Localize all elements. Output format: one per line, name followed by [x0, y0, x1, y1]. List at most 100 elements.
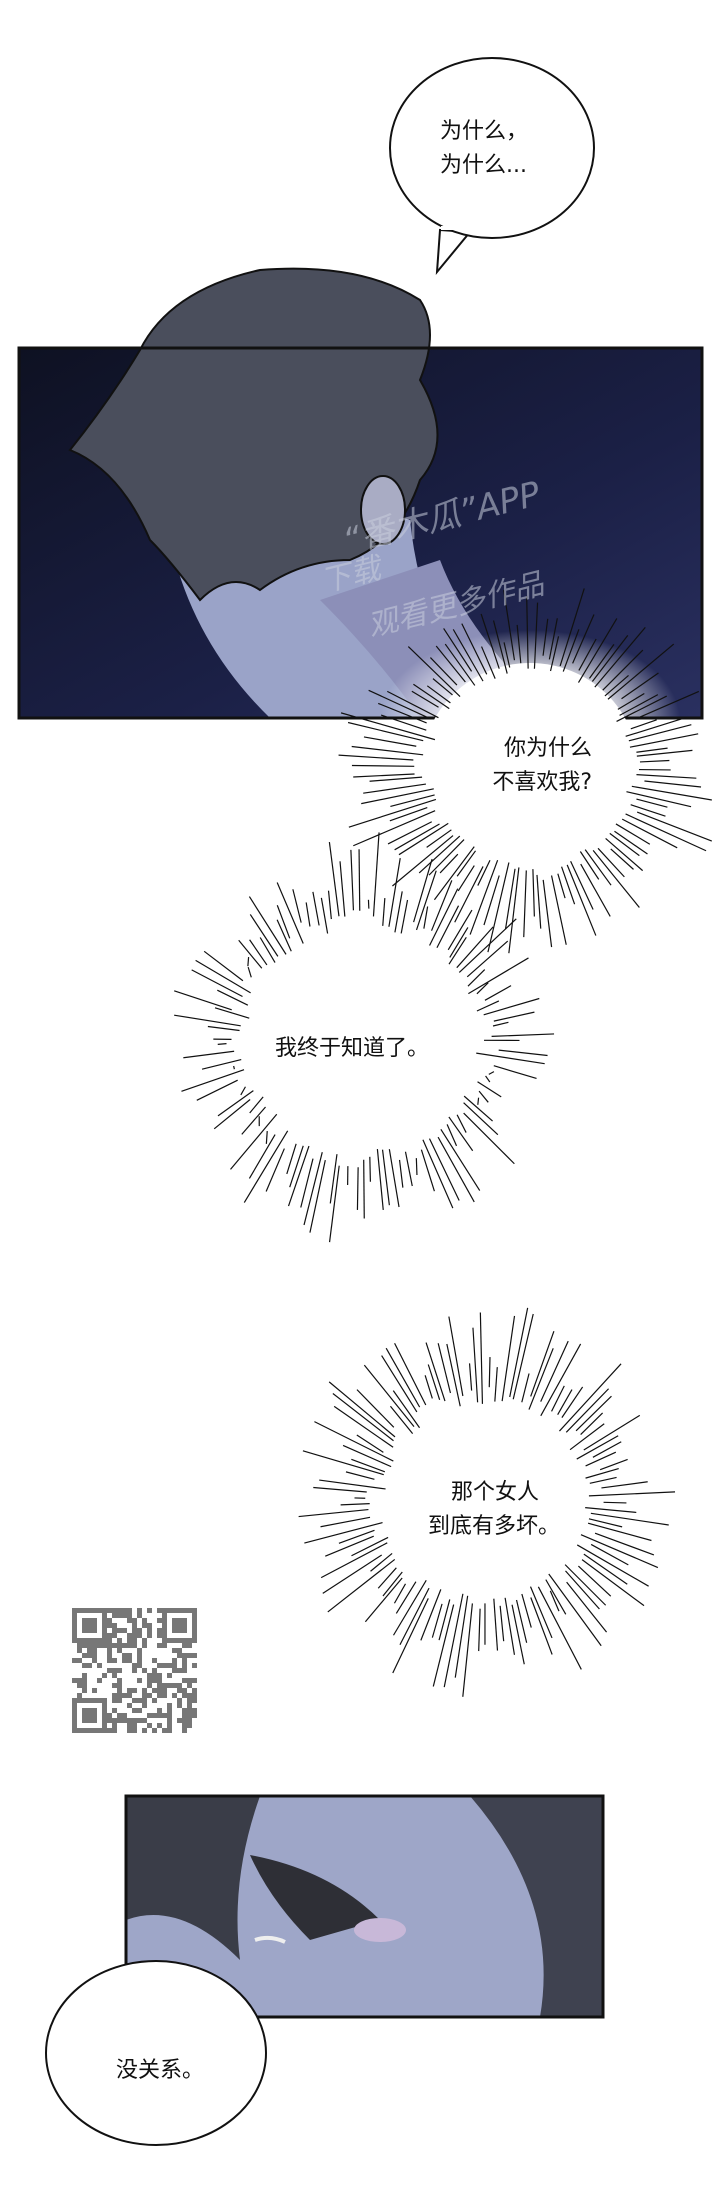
speed-line — [590, 1543, 629, 1566]
speed-line — [248, 896, 287, 955]
burst-3-text: 那个女人 到底有多坏。 — [410, 1476, 560, 1544]
speed-line — [570, 860, 594, 910]
speed-line — [591, 635, 629, 682]
speed-line — [370, 1553, 393, 1572]
speed-line — [191, 969, 243, 998]
qr-code — [72, 1608, 197, 1733]
speed-line — [561, 1386, 584, 1418]
burst-1-text: 你为什么 不喜欢我? — [462, 732, 592, 800]
speed-line — [195, 959, 251, 994]
speed-line — [340, 712, 436, 741]
speed-line — [509, 1307, 529, 1398]
speed-line — [358, 849, 361, 911]
speed-line — [545, 1579, 567, 1615]
speed-line — [476, 1052, 545, 1065]
speed-line — [551, 1385, 565, 1412]
speed-line — [589, 1476, 617, 1484]
speed-line — [340, 1503, 370, 1506]
speed-line — [404, 1151, 413, 1187]
speed-line — [203, 950, 244, 982]
speed-line — [448, 1116, 474, 1152]
speed-line — [327, 1558, 396, 1613]
speed-line — [478, 1608, 481, 1652]
speed-line — [487, 862, 510, 953]
speed-line — [504, 1597, 516, 1655]
speed-line — [597, 847, 625, 878]
speed-line — [428, 839, 465, 876]
speed-line — [276, 919, 292, 952]
speed-line — [356, 1389, 395, 1428]
speed-line — [456, 1114, 467, 1133]
panel-2 — [124, 1794, 605, 2019]
speed-line — [548, 618, 558, 660]
speed-line — [217, 1090, 254, 1117]
speed-line — [542, 618, 549, 656]
speed-line — [319, 1479, 386, 1490]
speed-line — [432, 678, 453, 696]
speed-line — [588, 643, 615, 679]
speed-line — [427, 1364, 441, 1400]
speed-line — [440, 1128, 481, 1191]
speed-line — [587, 1522, 652, 1542]
speed-line — [494, 1367, 498, 1402]
dialogue-line: 为什么， — [440, 119, 529, 144]
speed-line — [625, 716, 687, 737]
speed-line — [363, 736, 417, 747]
speed-line — [449, 927, 469, 958]
speed-line — [578, 638, 597, 671]
speed-line — [444, 643, 476, 686]
speed-line — [413, 683, 450, 710]
speed-line — [233, 1065, 235, 1070]
speed-line — [377, 702, 427, 724]
speed-line — [559, 588, 585, 667]
speed-line — [562, 629, 580, 672]
speed-line — [467, 969, 486, 987]
speed-line — [381, 1355, 418, 1413]
speed-line — [377, 1567, 397, 1589]
speed-line — [521, 1593, 532, 1628]
speed-line — [503, 642, 511, 668]
speed-line — [468, 1363, 473, 1391]
speed-line — [437, 1136, 475, 1203]
dialogue-line: 到底有多坏。 — [427, 1514, 560, 1539]
bubble-top-text: 为什么， 为什么... — [440, 115, 528, 183]
speed-line — [485, 1075, 491, 1083]
speed-line — [302, 1450, 384, 1476]
speed-line — [240, 1086, 246, 1096]
speed-line — [493, 1011, 535, 1022]
speed-line — [292, 889, 302, 923]
speed-line — [569, 1423, 605, 1451]
speed-line — [492, 620, 508, 674]
speed-line — [265, 1148, 285, 1192]
speed-line — [533, 602, 539, 669]
speed-line — [249, 914, 279, 957]
speed-line — [247, 966, 252, 978]
speed-line — [436, 905, 460, 949]
speed-line — [388, 1149, 400, 1208]
speed-line — [456, 850, 477, 877]
speed-line — [393, 1583, 407, 1604]
speed-line — [626, 791, 692, 808]
burst-2-text: 我终于知道了。 — [275, 1032, 429, 1066]
speed-line — [351, 764, 415, 767]
speed-line — [617, 693, 645, 710]
speed-line — [328, 1165, 340, 1243]
speed-line — [426, 685, 451, 704]
speed-line — [443, 628, 473, 672]
speed-line — [454, 866, 484, 923]
speed-line — [630, 804, 666, 817]
speed-line — [481, 646, 496, 679]
speed-line — [388, 858, 401, 927]
speed-line — [592, 1441, 622, 1458]
speed-line — [376, 1148, 384, 1211]
speed-line — [561, 866, 576, 905]
speed-line — [325, 1535, 374, 1557]
speed-line — [536, 874, 542, 929]
speed-line — [585, 1451, 617, 1467]
speed-line — [289, 1145, 304, 1188]
speed-line — [249, 939, 268, 966]
speed-line — [601, 1481, 648, 1489]
speed-line — [602, 649, 644, 691]
speed-line — [484, 985, 512, 1001]
